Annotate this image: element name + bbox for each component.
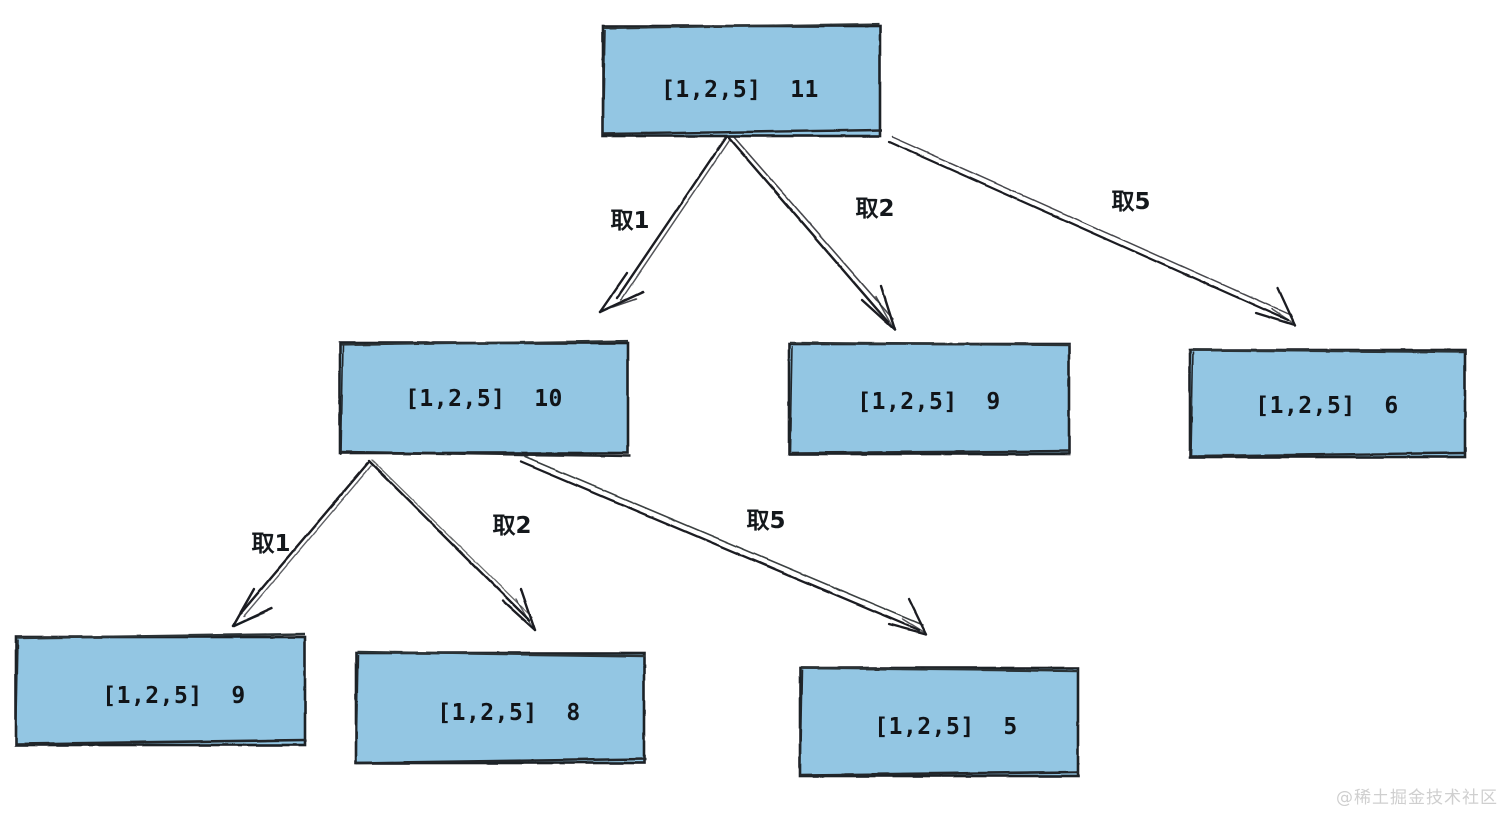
edge-take5-root [887, 136, 1297, 327]
tree-node-box-n1 [338, 339, 632, 458]
edge-take1-root [598, 135, 731, 314]
watermark: @稀土掘金技术社区 [1336, 788, 1498, 808]
edge-label-take2-root: 取2 [855, 196, 895, 222]
edge-take5-mid [519, 456, 928, 636]
nodes-layer [14, 22, 1467, 778]
tree-node-box-n5 [354, 650, 647, 765]
edge-label-take2-mid: 取2 [492, 513, 532, 539]
edge-label-take5-root: 取5 [1111, 189, 1151, 215]
tree-node-box-n4 [14, 632, 307, 747]
tree-node-box-n3 [1188, 348, 1467, 459]
edge-take2-root [726, 135, 897, 332]
edge-label-take5-mid: 取5 [746, 508, 786, 534]
edge-take1-mid [231, 461, 372, 628]
tree-node-box-n0 [601, 22, 883, 138]
edge-label-take1-root: 取1 [610, 208, 650, 234]
edge-take2-mid [367, 459, 537, 632]
tree-node-box-n6 [798, 666, 1080, 778]
edges-layer [231, 135, 1297, 636]
tree-node-box-n2 [787, 341, 1071, 456]
edge-label-take1-mid: 取1 [251, 531, 291, 557]
